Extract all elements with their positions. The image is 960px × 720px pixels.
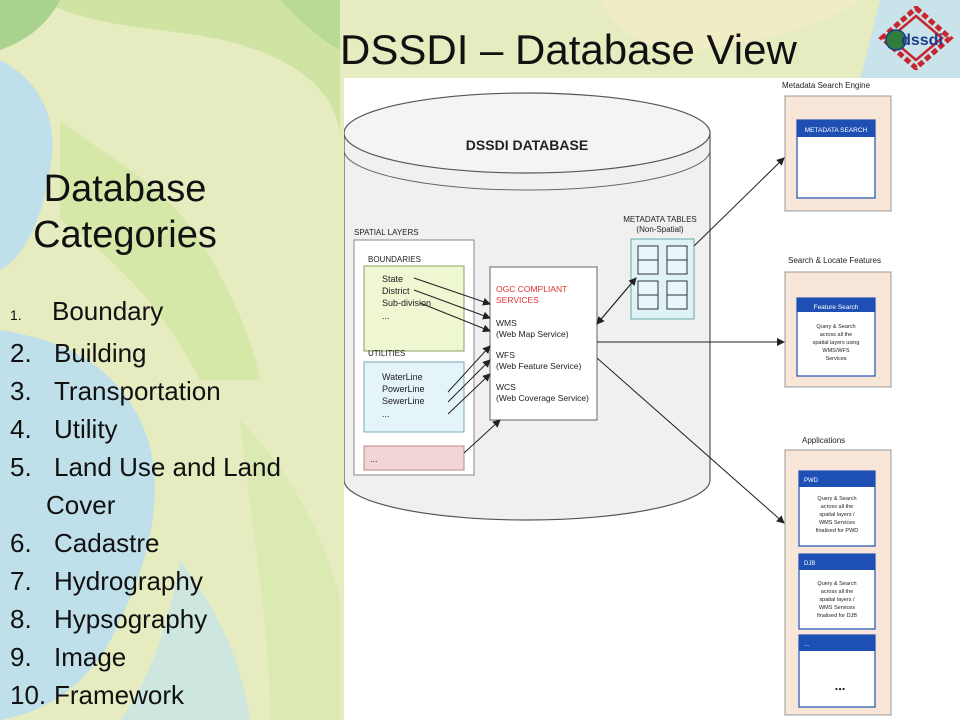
categories-heading-line-1: Database [43, 168, 207, 210]
category-item: 8.Hypsography [10, 604, 208, 634]
svg-text:WMS/WFS: WMS/WFS [822, 348, 850, 354]
ogc-title: OGC COMPLIANT [496, 284, 567, 294]
applications: Applications PWD Query & Search across a… [784, 436, 892, 716]
slide-title: DSSDI – Database View [340, 26, 797, 73]
metadata-search-header: METADATA SEARCH [805, 127, 868, 134]
category-item: 10.Framework [10, 680, 185, 710]
svg-text:across all the: across all the [821, 589, 853, 595]
category-item: 9.Image [10, 642, 127, 672]
metadata-tables-subtitle: (Non-Spatial) [636, 225, 683, 234]
categories-heading-line-2: Categories [33, 214, 217, 256]
other-layers-box [363, 445, 465, 471]
boundaries-item: District [382, 286, 410, 296]
categories-list: 1.Boundary 2.Building 3.Transportation 4… [10, 292, 281, 714]
svg-text:Query & Search: Query & Search [816, 324, 855, 330]
other-layers-label: ... [370, 454, 378, 464]
category-item: 2.Building [10, 338, 147, 368]
category-item: 7.Hydrography [10, 566, 203, 596]
svg-text:finalised for PWD: finalised for PWD [816, 528, 859, 534]
utilities-item: SewerLine [382, 396, 425, 406]
feature-search-header: Feature Search [814, 304, 859, 311]
svg-text:WMS Services: WMS Services [819, 605, 855, 611]
category-item: 1.Boundary [10, 296, 164, 326]
metadata-engine-label: Metadata Search Engine [782, 81, 871, 90]
svg-text:Query & Search: Query & Search [817, 581, 856, 587]
boundaries-title: BOUNDARIES [368, 255, 421, 264]
connector-arrows [413, 157, 785, 524]
utilities-item: WaterLine [382, 372, 423, 382]
ogc-service-desc: (Web Feature Service) [496, 361, 582, 371]
boundaries-item: State [382, 274, 403, 284]
app-header: PWD [804, 478, 819, 484]
category-item: 6.Cadastre [10, 528, 160, 558]
svg-text:Query & Search: Query & Search [817, 496, 856, 502]
svg-text:...: ... [835, 678, 846, 693]
svg-text:WMS Services: WMS Services [819, 520, 855, 526]
metadata-tables-title: METADATA TABLES [623, 215, 697, 224]
svg-text:Services: Services [825, 356, 846, 362]
database-title: DSSDI DATABASE [466, 137, 588, 153]
metadata-search-engine: Metadata Search Engine METADATA SEARCH [782, 81, 892, 212]
spatial-layers-title: SPATIAL LAYERS [354, 228, 419, 237]
svg-text:dssdi: dssdi [901, 32, 943, 49]
categories-heading: Database Categories [0, 166, 250, 258]
svg-text:spatial layers using: spatial layers using [813, 340, 860, 346]
applications-label: Applications [802, 436, 845, 445]
ogc-service-name: WMS [496, 318, 517, 328]
metadata-tables: METADATA TABLES (Non-Spatial) [623, 215, 697, 320]
category-item-continuation: Cover [46, 490, 116, 520]
app-pwd: PWD Query & Search across all the spatia… [798, 470, 876, 547]
ogc-service-name: WFS [496, 350, 515, 360]
ogc-services-box: OGC COMPLIANT SERVICES WMS (Web Map Serv… [489, 266, 598, 421]
category-item: 4.Utility [10, 414, 118, 444]
utilities-item: ... [382, 409, 390, 419]
svg-text:across all the: across all the [820, 332, 852, 338]
svg-text:spatial layers /: spatial layers / [819, 597, 855, 603]
ogc-service-desc: (Web Coverage Service) [496, 393, 589, 403]
spatial-layers-group: SPATIAL LAYERS BOUNDARIES State District… [353, 228, 475, 476]
utilities-item: PowerLine [382, 384, 425, 394]
ogc-service-desc: (Web Map Service) [496, 329, 569, 339]
utilities-box [363, 361, 465, 433]
app-djb: DJB Query & Search across all the spatia… [798, 553, 876, 630]
search-features-label: Search & Locate Features [788, 256, 881, 265]
boundaries-item: Sub-division [382, 298, 431, 308]
ogc-title: SERVICES [496, 295, 539, 305]
boundaries-box [363, 265, 465, 352]
app-header: DJB [804, 561, 815, 567]
boundaries-item: ... [382, 311, 390, 321]
app-other: ... ... [798, 634, 876, 708]
utilities-title: UTILITIES [368, 349, 405, 358]
svg-text:across all the: across all the [821, 504, 853, 510]
svg-text:finalised for DJB: finalised for DJB [817, 613, 857, 619]
category-item: 3.Transportation [10, 376, 221, 406]
svg-text:spatial layers /: spatial layers / [819, 512, 855, 518]
ogc-service-name: WCS [496, 382, 516, 392]
app-header: ... [804, 642, 809, 648]
search-locate-features: Search & Locate Features Feature Search … [784, 256, 892, 388]
database-architecture-diagram: DSSDI DATABASE SPATIAL LAYERS BOUNDARIES… [344, 78, 960, 720]
dssdi-logo: dssdi [878, 6, 954, 70]
